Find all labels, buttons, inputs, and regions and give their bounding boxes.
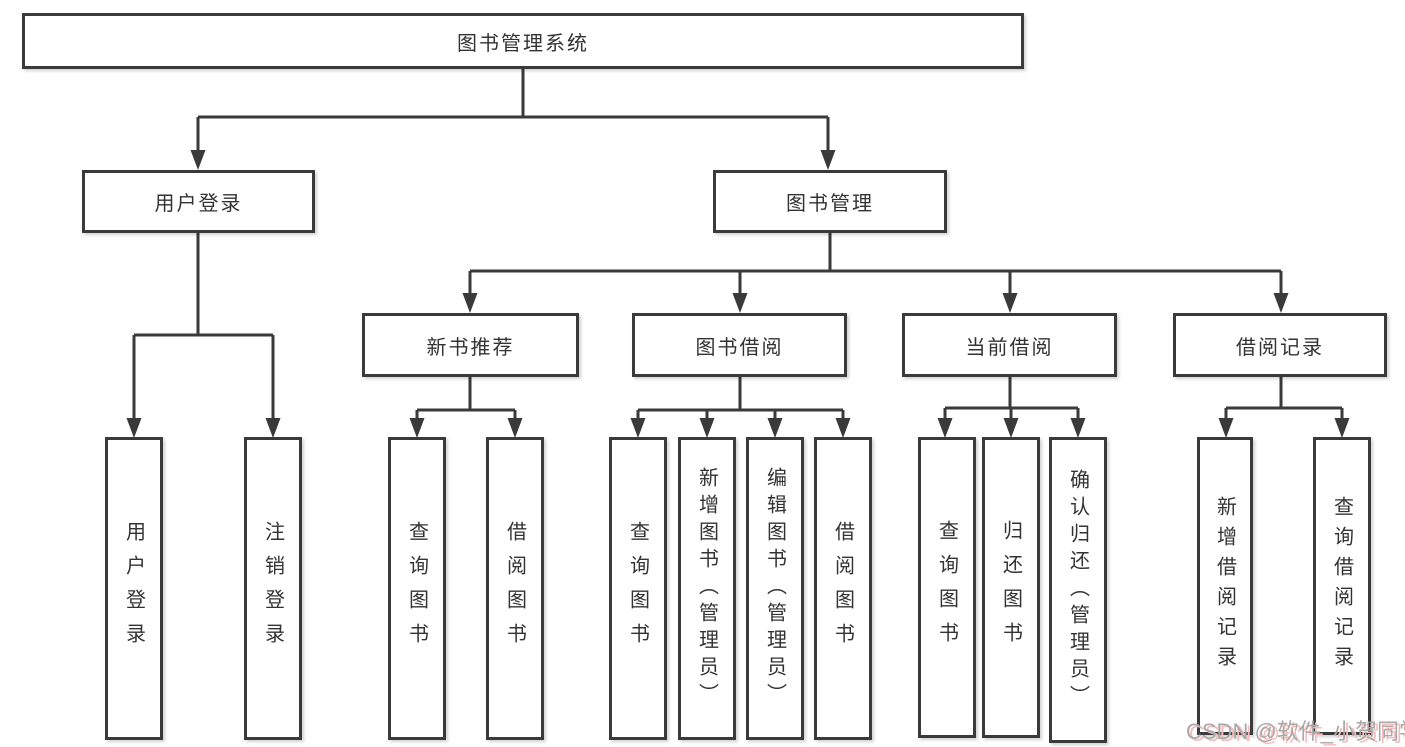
leaf-query-borrow-record: 查询借阅记录 [1313,437,1371,735]
node-current-borrowing: 当前借阅 [902,313,1117,377]
leaf-query-books-current: 查询图书 [918,437,976,738]
leaf-borrow-books: 借阅图书 [814,437,872,740]
leaf-edit-books-admin: 编辑图书（管理员） [746,437,804,740]
node-book-borrowing: 图书借阅 [632,313,847,377]
leaf-query-books-recommend: 查询图书 [388,437,446,740]
node-borrow-records: 借阅记录 [1173,313,1387,377]
node-new-book-recommendation: 新书推荐 [362,313,579,377]
leaf-logout: 注销登录 [244,437,302,740]
leaf-query-books-borrow: 查询图书 [609,437,667,740]
node-root-system: 图书管理系统 [22,13,1024,69]
leaf-add-borrow-record: 新增借阅记录 [1197,437,1253,735]
csdn-watermark: CSDN @软件_小贺同学 [1186,719,1405,744]
node-user-login: 用户登录 [82,170,315,233]
node-book-management: 图书管理 [713,170,947,233]
leaf-return-books: 归还图书 [982,437,1040,738]
leaf-user-login: 用户登录 [105,437,163,740]
leaf-add-books-admin: 新增图书（管理员） [678,437,736,740]
leaf-confirm-return-admin: 确认归还（管理员） [1049,437,1107,743]
leaf-borrow-books-recommend: 借阅图书 [486,437,544,740]
